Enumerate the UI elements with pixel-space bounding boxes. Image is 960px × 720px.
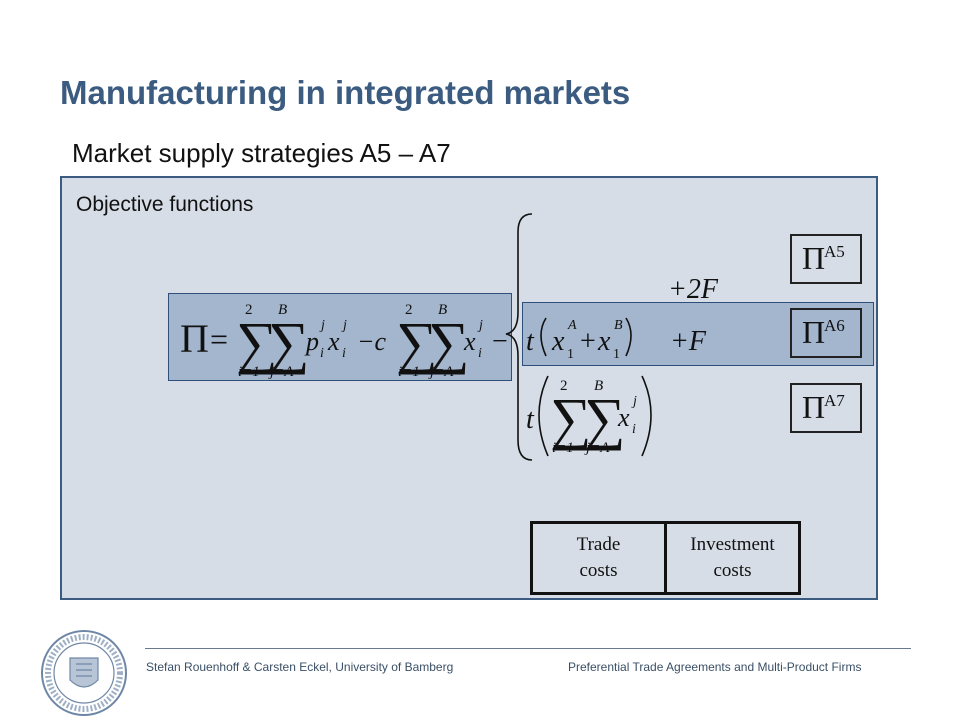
case-box-a5: Π A5 xyxy=(790,234,862,284)
footer-divider xyxy=(145,648,911,649)
case-box-a7: Π A7 xyxy=(790,383,862,433)
slide-subtitle: Market supply strategies A5 – A7 xyxy=(72,138,451,168)
case-box-a6: Π A6 xyxy=(790,308,862,358)
case-box-a6-label: A6 xyxy=(824,316,845,335)
case-box-a5-pi: Π xyxy=(802,240,826,276)
investment-costs-line1: Investment xyxy=(690,534,775,555)
footer-presentation-title: Preferential Trade Agreements and Multi-… xyxy=(568,660,862,674)
investment-costs-cell: Investment costs xyxy=(667,524,798,592)
case-box-a7-pi: Π xyxy=(802,389,826,425)
case-box-a6-pi: Π xyxy=(802,314,826,350)
trade-costs-line2: costs xyxy=(579,560,618,581)
case-box-a5-label: A5 xyxy=(824,242,845,261)
slide-title: Manufacturing in integrated markets xyxy=(60,74,631,111)
cost-legend-table: Trade costs Investment costs xyxy=(530,521,801,595)
footer-authors: Stefan Rouenhoff & Carsten Eckel, Univer… xyxy=(146,660,454,674)
investment-costs-line2: costs xyxy=(713,560,752,581)
case-box-a7-label: A7 xyxy=(824,391,845,410)
trade-costs-line1: Trade xyxy=(576,534,621,555)
university-seal-icon xyxy=(41,630,127,716)
panel-label: Objective functions xyxy=(76,193,254,216)
trade-costs-cell: Trade costs xyxy=(533,524,667,592)
common-profit-highlight xyxy=(168,293,512,381)
